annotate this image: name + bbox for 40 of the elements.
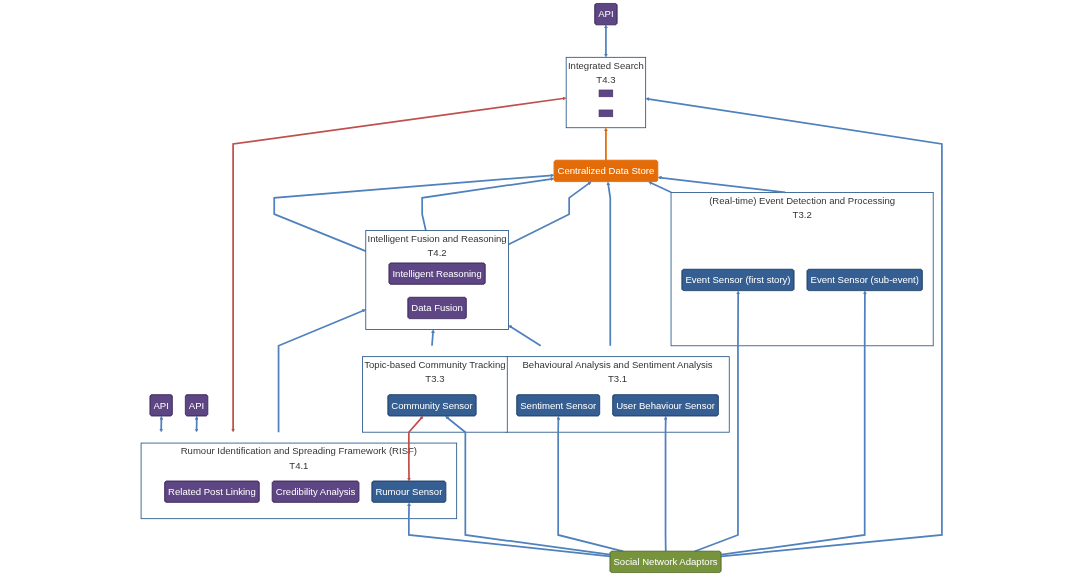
arrow — [407, 415, 424, 482]
process-box: Community Sensor — [387, 394, 477, 417]
process-box: API — [149, 394, 173, 417]
process-box: Sentiment Sensor — [516, 394, 600, 417]
arrow — [663, 415, 668, 553]
arrow — [159, 415, 164, 433]
arrow — [556, 415, 625, 553]
process-box: Rumour Sensor — [371, 480, 446, 503]
arrow — [604, 127, 608, 162]
process-box: Event Sensor (first story) — [681, 269, 795, 291]
arrow — [645, 97, 943, 558]
arrow — [657, 175, 787, 194]
arrow — [231, 96, 567, 433]
process-box — [598, 109, 614, 118]
process-box: API — [185, 394, 208, 417]
process-box: Intelligent Reasoning — [388, 262, 486, 285]
arrow — [693, 290, 741, 553]
arrow — [273, 173, 555, 252]
arrow — [648, 181, 672, 194]
process-box: Credibility Analysis — [272, 480, 360, 503]
process-box: Social Network Adaptors — [609, 551, 722, 573]
arrow — [604, 24, 608, 58]
process-box — [598, 89, 614, 98]
process-box: User Behaviour Sensor — [612, 394, 719, 417]
arrow — [507, 181, 592, 246]
arrow — [508, 325, 542, 347]
arrow — [606, 181, 612, 347]
arrow — [431, 329, 435, 347]
arrow — [421, 177, 555, 232]
arrow — [407, 502, 612, 558]
group-box: Integrated Search T4.3 — [565, 56, 647, 129]
arrow — [720, 290, 867, 556]
process-box: API — [594, 3, 618, 25]
process-box: Event Sensor (sub-event) — [806, 269, 923, 291]
process-box: Data Fusion — [407, 297, 467, 319]
arrow — [277, 309, 366, 434]
arrow — [194, 415, 199, 433]
arrow — [445, 415, 612, 556]
process-box: Related Post Linking — [164, 480, 260, 503]
process-box: Centralized Data Store — [553, 160, 658, 182]
